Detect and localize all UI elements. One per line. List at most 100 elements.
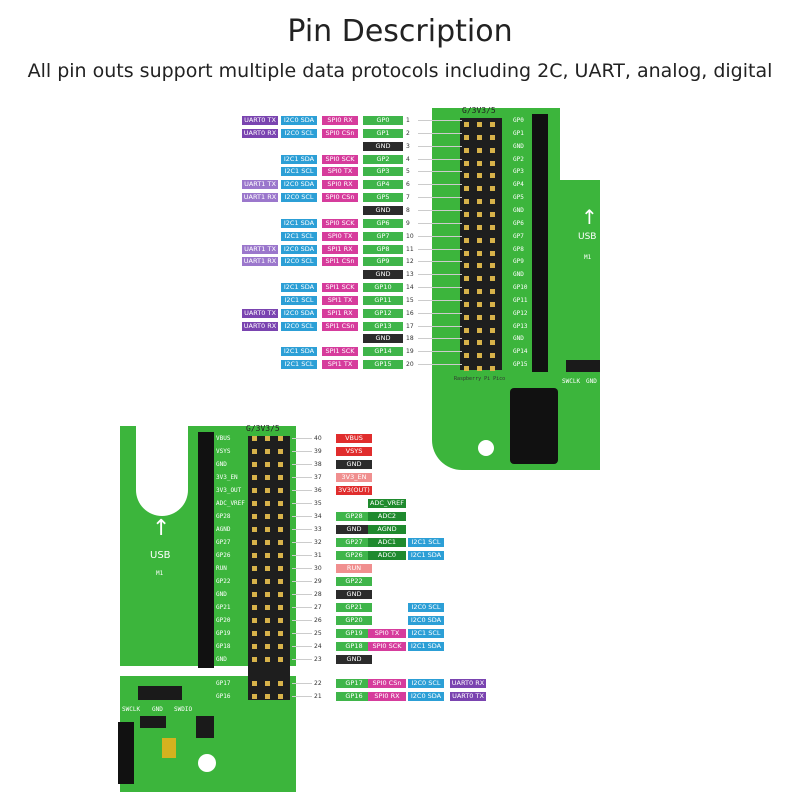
pin-tag-i2c0-scl: I2C0 SCL — [408, 679, 444, 688]
bottom-female-header — [198, 432, 214, 668]
pin-tag-spi0-rx: SPI0 RX — [322, 116, 358, 125]
top-silk-label-gp7: GP7 — [513, 232, 524, 240]
header-pin-dot — [252, 566, 257, 571]
pin-tag-i2c1-sda: I2C1 SDA — [408, 551, 444, 560]
header-pin-dot — [490, 301, 495, 307]
pin-leader-line — [292, 646, 312, 647]
pin-tag-gp22: GP22 — [336, 577, 372, 586]
top-female-header — [532, 114, 548, 372]
pin-tag-spi0-sck: SPI0 SCK — [322, 218, 358, 228]
pin-number: 18 — [406, 335, 414, 343]
pin-leader-line — [292, 529, 312, 530]
bottom-silk-label-gp27: GP27 — [216, 539, 231, 546]
header-pin-dot — [265, 436, 270, 441]
header-pin-dot — [252, 681, 257, 686]
bottom-silk-label-vsys: VSYS — [216, 448, 231, 455]
pin-leader-line — [418, 312, 462, 314]
header-pin-dot — [490, 147, 495, 153]
pin-tag-i2c1-sda: I2C1 SDA — [281, 154, 317, 164]
bottom-silk-label-run: RUN — [216, 565, 227, 572]
header-pin-dot — [490, 173, 495, 179]
pin-number: 39 — [314, 448, 322, 455]
header-pin-dot — [265, 462, 270, 467]
pin-tag-gp6: GP6 — [363, 218, 403, 228]
bottom-silk-label-gp26: GP26 — [216, 552, 231, 559]
bottom-swdio-label: SWDIO — [174, 706, 193, 713]
header-pin-dot — [490, 237, 495, 243]
pin-tag-spi0-rx: SPI0 RX — [322, 180, 358, 190]
pin-number: 16 — [406, 309, 414, 317]
header-pin-dot — [278, 462, 283, 467]
pin-tag-3v3-out: 3V3(OUT) — [336, 486, 372, 495]
header-pin-dot — [278, 694, 283, 699]
header-pin-dot — [278, 579, 283, 584]
header-pin-dot — [477, 173, 482, 179]
header-pin-dot — [477, 211, 482, 217]
header-pin-dot — [477, 199, 482, 205]
pin-leader-line — [418, 120, 462, 121]
pin-tag-i2c0-sda: I2C0 SDA — [281, 244, 317, 254]
pin-tag-adc-vref: ADC_VREF — [368, 499, 406, 508]
pin-tag-gp18: GP18 — [336, 642, 372, 651]
top-silk-label-gp12: GP12 — [513, 309, 528, 317]
pin-tag-run: RUN — [336, 564, 372, 573]
header-pin-dot — [278, 553, 283, 558]
header-pin-dot — [252, 527, 257, 532]
top-silk-label-gp10: GP10 — [513, 284, 528, 292]
pin-tag-gnd: GND — [363, 141, 403, 151]
pin-leader-line — [418, 261, 462, 263]
top-gnd-label: GND — [586, 378, 597, 385]
page-subtitle: All pin outs support multiple data proto… — [27, 60, 773, 82]
pin-tag-adc0: ADC0 — [368, 551, 406, 560]
header-pin-dot — [265, 644, 270, 649]
pin-number: 7 — [406, 194, 410, 202]
header-pin-dot — [490, 314, 495, 320]
top-silk-label-gp0: GP0 — [513, 117, 524, 124]
top-silk-label-gnd: GND — [513, 271, 524, 279]
pin-tag-spi0-sck: SPI0 SCK — [322, 154, 358, 164]
bottom-chip — [196, 716, 214, 738]
pin-number: 27 — [314, 604, 322, 611]
pin-number: 10 — [406, 232, 414, 240]
pin-tag-spi0-tx: SPI0 TX — [322, 167, 358, 177]
header-pin-dot — [490, 289, 495, 295]
pin-leader-line — [418, 274, 462, 276]
pin-tag-spi0-rx: SPI0 RX — [368, 692, 406, 701]
bottom-silk-label-gp20: GP20 — [216, 617, 231, 624]
pin-leader-line — [418, 364, 462, 366]
header-pin-dot — [265, 475, 270, 480]
header-pin-dot — [464, 147, 469, 153]
pin-tag-spi0-tx: SPI0 TX — [322, 231, 358, 241]
pin-leader-line — [292, 438, 312, 439]
pin-tag-gp2: GP2 — [363, 154, 403, 164]
pin-tag-i2c0-sda: I2C0 SDA — [281, 180, 317, 190]
header-pin-dot — [278, 475, 283, 480]
pin-tag-uart1-tx: UART1 TX — [242, 244, 278, 254]
pin-tag-gnd: GND — [363, 270, 403, 280]
pin-tag-i2c0-scl: I2C0 SCL — [281, 128, 317, 138]
header-pin-dot — [252, 436, 257, 441]
header-pin-dot — [278, 540, 283, 545]
header-pin-dot — [477, 237, 482, 243]
header-pin-dot — [265, 566, 270, 571]
header-pin-dot — [490, 263, 495, 269]
header-pin-dot — [265, 527, 270, 532]
pin-number: 23 — [314, 656, 322, 663]
pin-tag-i2c0-sda: I2C0 SDA — [281, 116, 317, 125]
header-pin-dot — [477, 250, 482, 256]
pin-tag-spi1-tx: SPI1 TX — [322, 360, 358, 370]
bottom-capacitor — [162, 738, 176, 758]
bottom-silk-label-gp21: GP21 — [216, 604, 231, 611]
pin-number: 24 — [314, 643, 322, 650]
top-silk-label-gp6: GP6 — [513, 219, 524, 227]
header-pin-dot — [252, 631, 257, 636]
top-silk-label-gp9: GP9 — [513, 258, 524, 266]
pin-tag-gp4: GP4 — [363, 180, 403, 190]
header-pin-dot — [490, 160, 495, 166]
header-pin-dot — [265, 657, 270, 662]
header-pin-dot — [265, 514, 270, 519]
pin-number: 14 — [406, 284, 414, 292]
header-pin-dot — [252, 501, 257, 506]
pin-tag-uart0-tx: UART0 TX — [242, 116, 278, 125]
header-pin-dot — [252, 657, 257, 662]
